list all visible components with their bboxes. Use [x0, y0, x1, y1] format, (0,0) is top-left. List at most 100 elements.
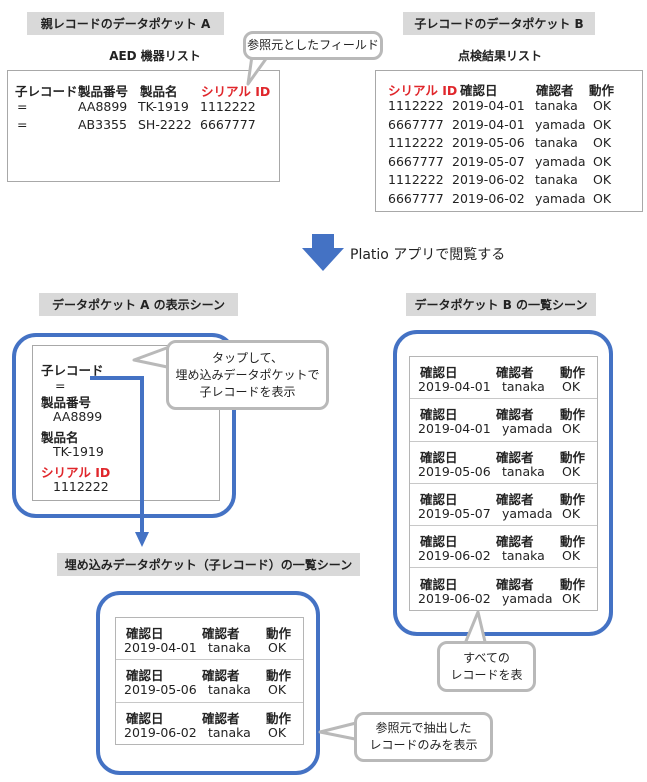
record-value: tanaka — [502, 548, 545, 564]
record-header: 確認者 — [202, 668, 240, 684]
tap-callout-line: 埋め込みデータポケットで — [175, 367, 320, 382]
arrow-caption: Platio アプリで閲覧する — [350, 247, 506, 263]
child-cell: OK — [593, 116, 612, 132]
record-value: 2019-06-02 — [418, 590, 491, 606]
record-header: 確認者 — [202, 710, 240, 726]
child-cell: OK — [593, 172, 612, 188]
child-cell: 6667777 — [388, 191, 444, 206]
record-header: 動作 — [560, 576, 586, 592]
record-value: yamada — [502, 421, 553, 437]
record-value: yamada — [502, 505, 553, 521]
record-header: 確認日 — [420, 534, 458, 550]
scene-a-phone-frame — [12, 333, 236, 518]
reference-field-callout: 参照元としたフィールド — [243, 31, 383, 60]
record-value: 2019-05-07 — [418, 505, 491, 521]
child-cell: OK — [593, 135, 612, 151]
child-cell: tanaka — [535, 135, 578, 151]
record-header: 確認日 — [126, 626, 164, 641]
child-cell: yamada — [535, 191, 586, 206]
parent-cell: = — [17, 99, 28, 114]
child-cell: 6667777 — [388, 116, 444, 132]
extracted-records-callout: 参照元で抽出した レコードのみを表示 — [354, 712, 493, 762]
parent-cell: AA8899 — [78, 99, 128, 114]
child-cell: 2019-04-01 — [452, 98, 525, 113]
scene-a-field-name: 子レコード — [41, 363, 104, 378]
child-cell: tanaka — [535, 172, 578, 188]
record-value: OK — [268, 640, 287, 655]
record-header: 確認者 — [496, 365, 534, 380]
record-header: 確認者 — [496, 534, 534, 550]
record-item[interactable]: 確認日 確認者 動作 2019-06-02 tanaka OK — [410, 526, 597, 569]
parent-cell: TK-1919 — [138, 99, 189, 114]
child-cell: OK — [593, 98, 612, 113]
record-value: OK — [562, 548, 581, 564]
all-records-callout-line: すべての — [463, 650, 510, 665]
record-value: 2019-06-02 — [124, 724, 197, 740]
record-value: OK — [562, 505, 581, 521]
child-cell: OK — [593, 191, 612, 206]
child-cell: tanaka — [535, 98, 578, 113]
record-value: OK — [562, 379, 581, 394]
child-cell: 2019-06-02 — [452, 172, 525, 188]
record-value: yamada — [502, 590, 553, 606]
child-cell: 1112222 — [388, 135, 444, 151]
record-header: 確認日 — [420, 449, 458, 465]
extracted-callout-line: 参照元で抽出した — [375, 721, 472, 735]
child-cell: 6667777 — [388, 153, 444, 169]
record-value: OK — [268, 682, 287, 698]
tap-callout-line: タップして、 — [211, 350, 284, 365]
child-cell: yamada — [535, 116, 586, 132]
scene-a-field-value: 1112222 — [53, 479, 109, 494]
scene-a-field-name: シリアル ID — [41, 465, 111, 480]
record-header: 動作 — [266, 668, 292, 684]
child-header-date: 確認日 — [460, 83, 498, 98]
parent-header-product-name: 製品名 — [140, 84, 178, 99]
record-header: 確認者 — [496, 491, 534, 507]
record-header: 動作 — [560, 449, 586, 465]
tap-callout-line: 子レコードを表示 — [199, 384, 296, 399]
record-value: tanaka — [502, 463, 545, 479]
parent-cell: AB3355 — [78, 117, 127, 132]
scene-a-label: データポケット A の表示シーン — [39, 293, 238, 316]
parent-table: 子レコード 製品番号 製品名 シリアル ID = AA8899 TK-1919 … — [7, 70, 280, 182]
down-arrow-icon — [302, 234, 344, 271]
parent-list-title: AED 機器リスト — [109, 49, 201, 63]
record-value: 2019-05-06 — [418, 463, 491, 479]
embed-scene-phone-frame — [96, 591, 320, 775]
record-value: 2019-06-02 — [418, 548, 491, 564]
parent-cell: = — [17, 117, 28, 132]
parent-header-product-no: 製品番号 — [78, 84, 129, 99]
record-header: 確認日 — [126, 710, 164, 726]
record-header: 確認者 — [496, 407, 534, 423]
record-header: 確認日 — [420, 576, 458, 592]
child-cell: yamada — [535, 153, 586, 169]
record-header: 動作 — [560, 534, 586, 550]
record-value: tanaka — [208, 682, 251, 698]
extracted-callout-line: レコードのみを表示 — [369, 738, 478, 752]
record-value: OK — [562, 421, 581, 437]
record-header: 確認日 — [420, 407, 458, 423]
reference-field-callout-text: 参照元としたフィールド — [247, 38, 379, 52]
parent-cell: SH-2222 — [138, 117, 192, 132]
record-value: tanaka — [208, 640, 251, 655]
parent-header-child: 子レコード — [15, 84, 78, 99]
child-header-checker: 確認者 — [536, 83, 574, 98]
record-header: 確認者 — [496, 576, 534, 592]
record-header: 動作 — [560, 491, 586, 507]
child-list-title: 点検結果リスト — [457, 49, 542, 63]
child-cell: 1112222 — [388, 172, 444, 188]
all-records-callout-line: レコードを表 — [450, 667, 523, 682]
child-cell: 2019-05-07 — [452, 153, 525, 169]
scene-a-field-value: = — [55, 378, 66, 393]
child-cell: 2019-04-01 — [452, 116, 525, 132]
